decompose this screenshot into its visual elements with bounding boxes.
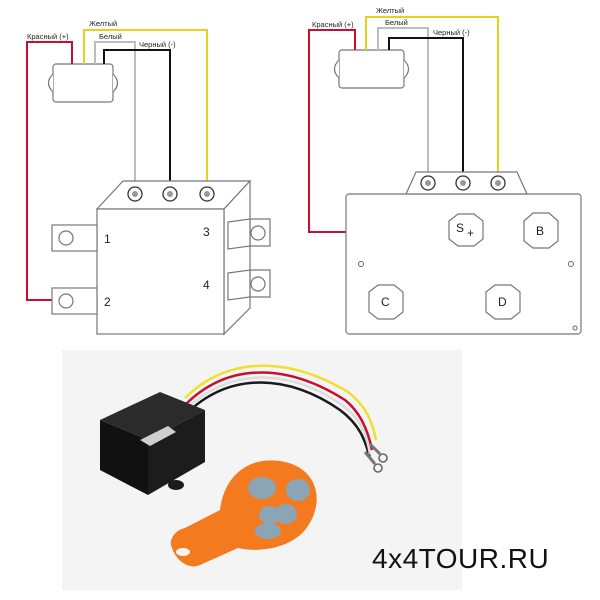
left-screw-terminal-icon	[127, 186, 215, 202]
right-label-black: Черный (-)	[433, 28, 470, 37]
right-screw-terminal-icon	[420, 175, 506, 191]
left-label-black: Черный (-)	[139, 40, 176, 49]
relay-terminal-1: 1	[104, 232, 111, 246]
right-label-yellow: Желтый	[376, 6, 404, 15]
terminal-b: B	[536, 224, 544, 238]
left-yellow-wire	[83, 29, 208, 186]
right-label-red: Красный (+)	[312, 20, 354, 29]
right-receiver-module-icon	[333, 49, 410, 89]
right-label-white: Белый	[385, 18, 408, 27]
right-yellow-wire	[365, 16, 499, 178]
site-watermark: 4x4TOUR.RU	[372, 543, 550, 574]
left-receiver-module-icon	[47, 63, 119, 103]
terminal-c: C	[381, 295, 390, 309]
right-white-wire	[377, 27, 429, 178]
remote-fob-icon	[170, 460, 317, 567]
left-black-wire	[103, 49, 171, 186]
terminal-plus: +	[467, 226, 474, 240]
left-red-wire	[26, 41, 73, 301]
left-label-red: Красный (+)	[27, 32, 69, 41]
left-label-white: Белый	[99, 32, 122, 41]
terminal-s: S	[456, 221, 464, 235]
terminal-d: D	[498, 295, 507, 309]
receiver-box-icon	[100, 392, 205, 495]
relay-terminal-2: 2	[104, 295, 111, 309]
cable-bundle	[184, 364, 388, 473]
right-black-wire	[388, 37, 464, 178]
relay-block: 1 2 3 4	[51, 179, 271, 336]
right-diagram: S + B C D Красный (+) Желтый Белый Черны…	[308, 6, 582, 335]
left-diagram: 1 2 3 4 Красный (+) Желтый Белый Черный …	[26, 19, 271, 336]
left-label-yellow: Желтый	[89, 19, 117, 28]
relay-terminal-3: 3	[203, 225, 210, 239]
product-photo	[62, 350, 462, 590]
solenoid-block: S + B C D	[345, 171, 582, 335]
relay-terminal-4: 4	[203, 278, 210, 292]
left-white-wire	[94, 41, 136, 186]
